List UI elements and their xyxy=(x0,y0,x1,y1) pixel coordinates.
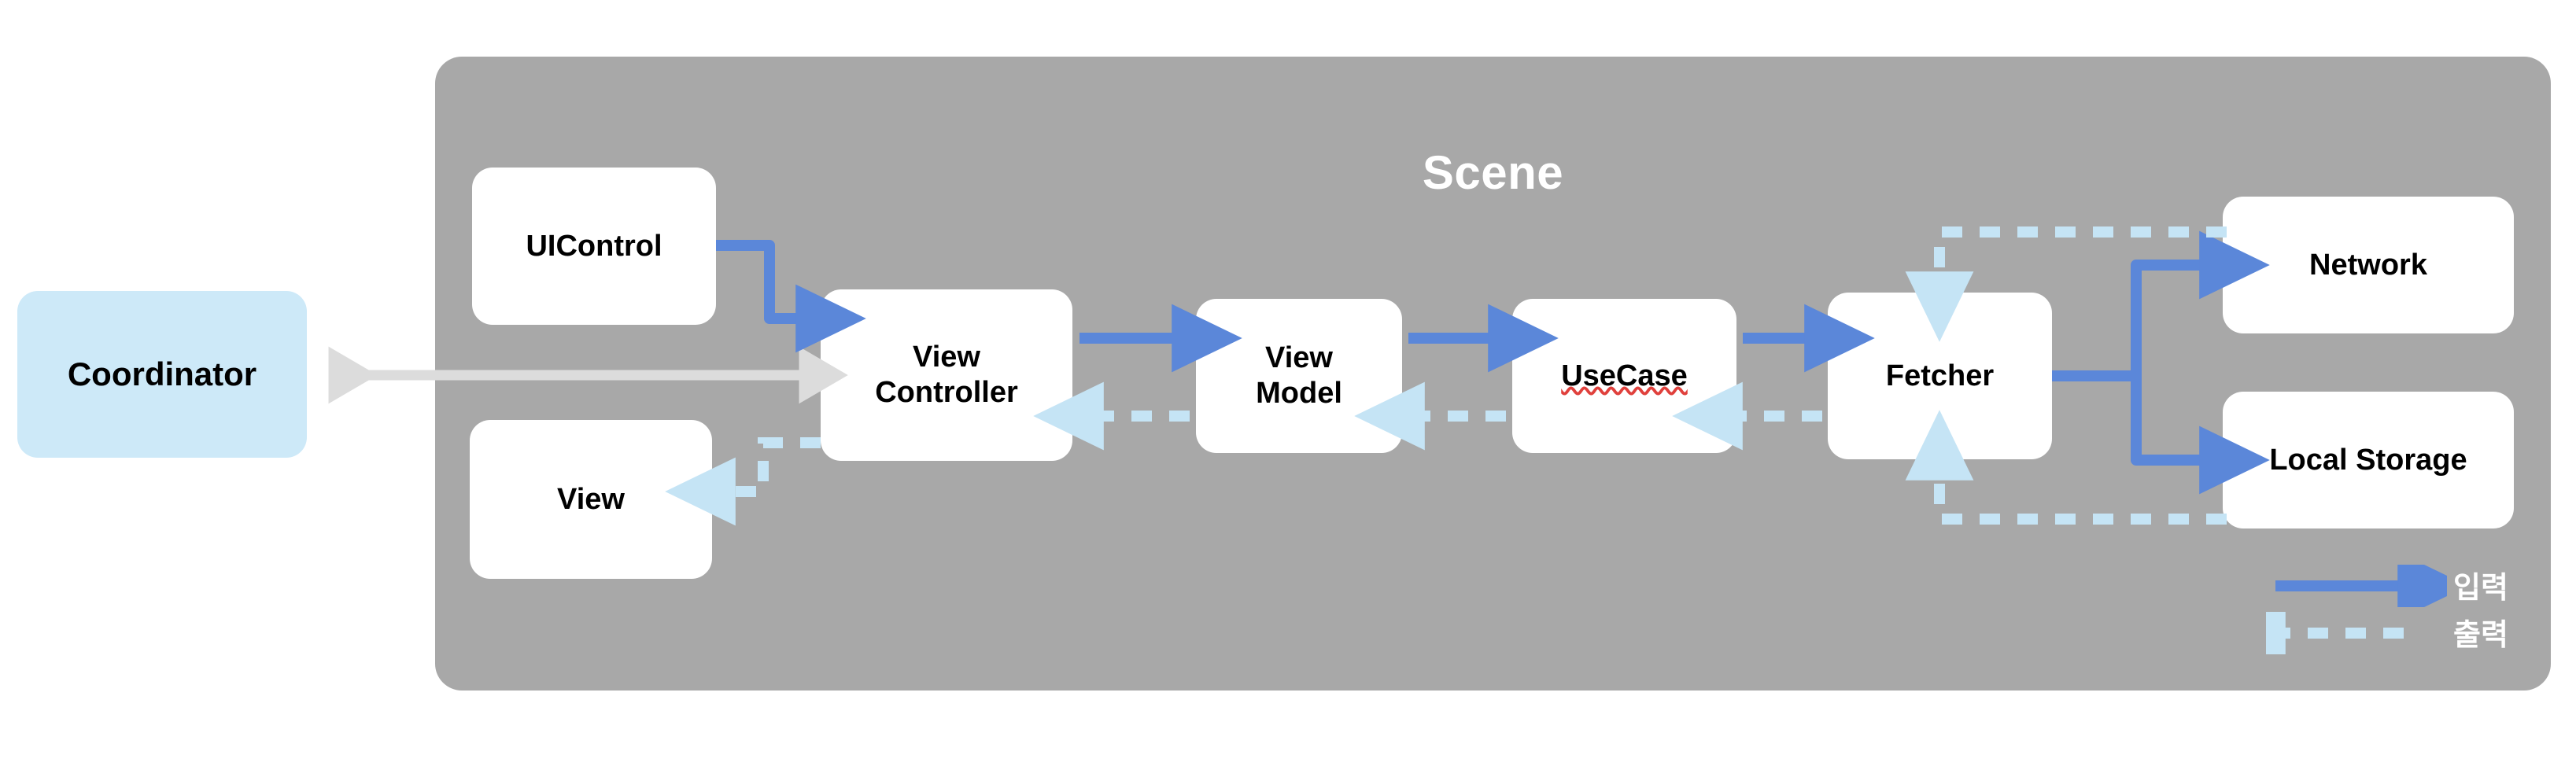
scene-container: Scene xyxy=(435,57,2551,691)
node-fetcher[interactable]: Fetcher xyxy=(1828,293,2052,459)
node-network-label: Network xyxy=(2309,248,2427,282)
node-local-storage[interactable]: Local Storage xyxy=(2223,392,2514,528)
node-local-storage-label: Local Storage xyxy=(2269,443,2467,477)
node-coordinator-label: Coordinator xyxy=(67,355,257,392)
node-uicontrol[interactable]: UIControl xyxy=(472,168,716,325)
legend-output-label: 출력 xyxy=(2453,619,2508,652)
legend-input-arrow-icon xyxy=(2275,551,2468,621)
node-view-controller-label-line2: Controller xyxy=(875,376,1018,409)
scene-title: Scene xyxy=(1422,146,1564,199)
legend-item-output: 출력 xyxy=(2215,598,2526,668)
legend-item-input: 입력 xyxy=(2266,551,2526,621)
node-view-label: View xyxy=(557,482,625,516)
node-view-controller[interactable]: View Controller xyxy=(821,289,1072,461)
node-view[interactable]: View xyxy=(470,420,712,579)
node-fetcher-label: Fetcher xyxy=(1885,359,1995,392)
legend-input-label: 입력 xyxy=(2453,572,2508,605)
node-usecase[interactable]: UseCase xyxy=(1512,299,1736,453)
legend-output-arrow-icon xyxy=(2215,598,2404,668)
node-network[interactable]: Network xyxy=(2223,197,2514,333)
node-view-model-label-line1: View xyxy=(1265,341,1333,375)
node-uicontrol-label: UIControl xyxy=(526,229,662,263)
node-coordinator[interactable]: Coordinator xyxy=(17,291,307,458)
legend: 입력 출력 xyxy=(2215,551,2526,668)
node-view-model[interactable]: View Model xyxy=(1196,299,1402,453)
node-view-controller-label-line1: View xyxy=(913,341,980,374)
node-usecase-label: UseCase xyxy=(1561,359,1688,392)
node-view-model-label-line2: Model xyxy=(1256,377,1342,410)
